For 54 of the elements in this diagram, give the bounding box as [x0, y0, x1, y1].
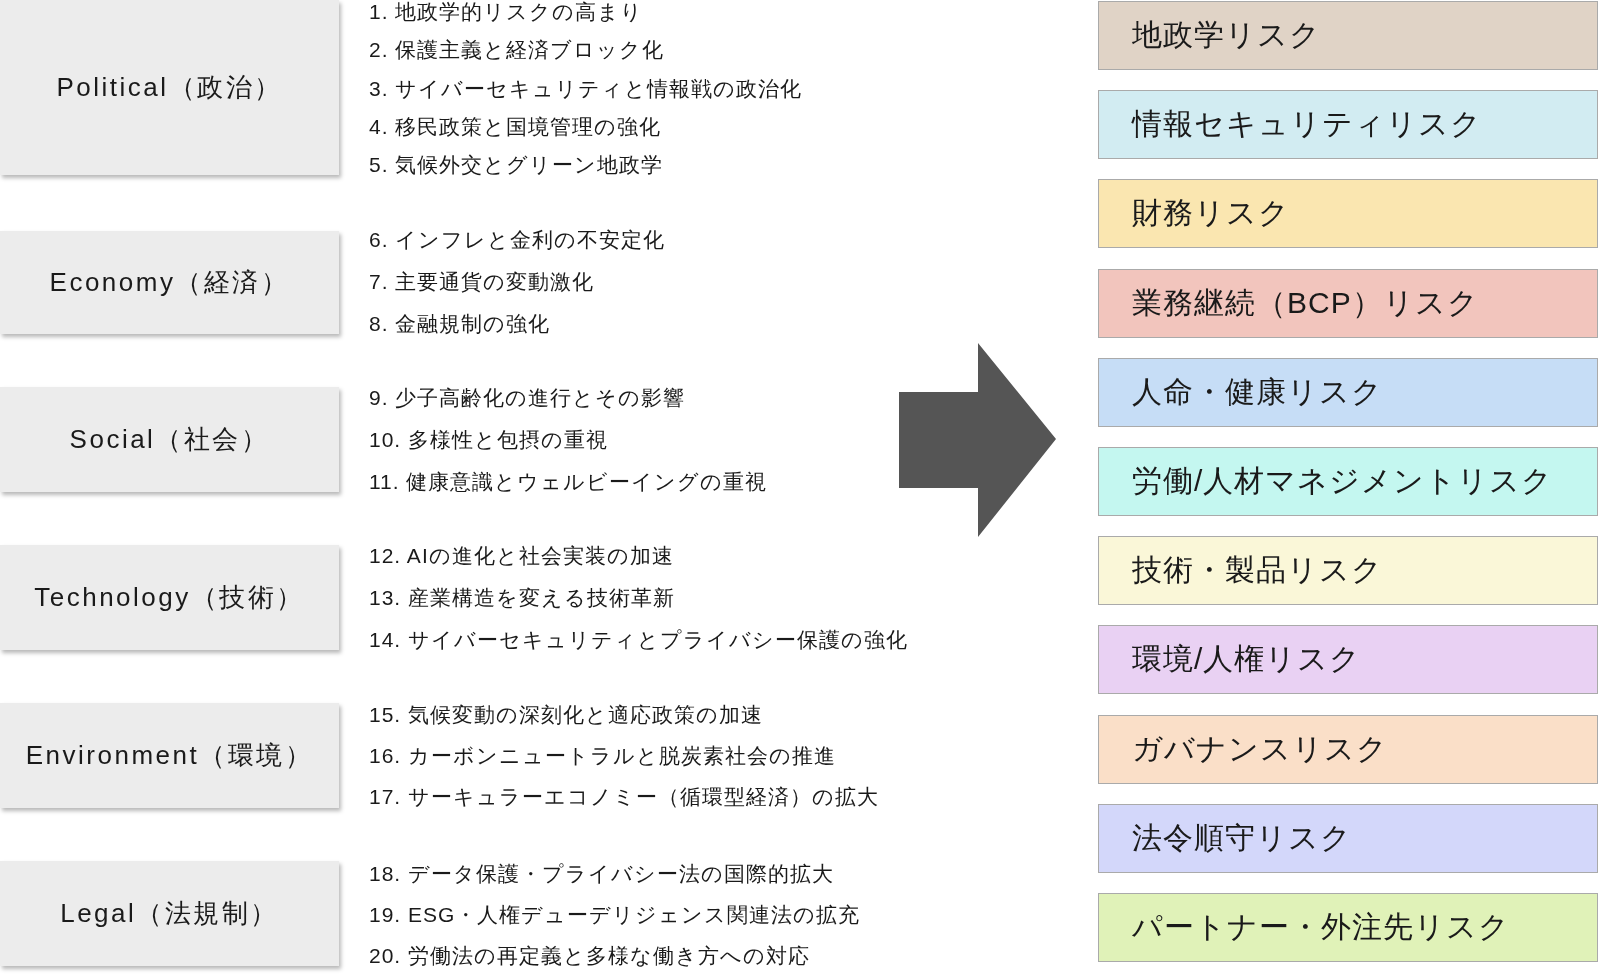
- risk-label: 地政学リスク: [1132, 17, 1321, 53]
- risk-box: [1098, 357, 1598, 427]
- category-box: [0, 861, 339, 966]
- risk-box: [1098, 268, 1598, 338]
- list-item: 12. AIの進化と社会実装の加速: [369, 543, 674, 569]
- list-item: 16. カーボンニュートラルと脱炭素社会の推進: [369, 743, 837, 769]
- risk-box: [1098, 625, 1598, 695]
- risk-label: 法令順守リスク: [1132, 819, 1352, 856]
- list-item: 9. 少子高齢化の進行とその影響: [369, 385, 686, 411]
- category-box: [0, 703, 339, 808]
- category-label: Environment（環境）: [25, 739, 314, 772]
- risk-label: 労働/人材マネジメントリスク: [1132, 463, 1554, 499]
- list-item: 17. サーキュラーエコノミー（循環型経済）の拡大: [369, 784, 880, 810]
- risk-box: [1098, 1, 1598, 70]
- list-item: 13. 産業構造を変える技術革新: [369, 585, 676, 611]
- list-item: 1. 地政学的リスクの高まり: [369, 0, 644, 25]
- category-box: [0, 0, 339, 175]
- category-label: Social（社会）: [69, 423, 270, 456]
- risk-box: [1098, 893, 1598, 962]
- risk-label: パートナー・外注先リスク: [1132, 909, 1510, 945]
- risk-label: 技術・製品リスク: [1132, 552, 1383, 589]
- risk-box: [1098, 714, 1598, 784]
- list-item: 7. 主要通貨の変動激化: [369, 269, 595, 295]
- category-box: [0, 387, 339, 492]
- category-label: Political（政治）: [56, 71, 283, 104]
- list-item: 14. サイバーセキュリティとプライバシー保護の強化: [369, 627, 909, 653]
- list-item: 6. インフレと金利の不安定化: [369, 227, 666, 253]
- risk-label: 財務リスク: [1132, 195, 1290, 232]
- category-label: Technology（技術）: [34, 581, 305, 614]
- list-item: 4. 移民政策と国境管理の強化: [369, 113, 662, 140]
- risk-box: [1098, 179, 1598, 249]
- risk-label: 業務継続（BCP）リスク: [1132, 284, 1479, 321]
- list-item: 8. 金融規制の強化: [369, 311, 551, 337]
- list-item: 19. ESG・人権デューデリジェンス関連法の拡充: [369, 902, 861, 928]
- category-box: [0, 545, 339, 650]
- risk-label: 情報セキュリティリスク: [1132, 106, 1482, 143]
- risk-label: 人命・健康リスク: [1132, 373, 1383, 410]
- risk-box: [1098, 90, 1598, 160]
- risk-label: 環境/人権リスク: [1132, 641, 1362, 678]
- list-item: 10. 多様性と包摂の重視: [369, 427, 609, 453]
- list-item: 18. データ保護・プライバシー法の国際的拡大: [369, 861, 835, 887]
- list-item: 15. 気候変動の深刻化と適応政策の加速: [369, 702, 764, 728]
- risk-label: ガバナンスリスク: [1132, 730, 1388, 767]
- list-item: 5. 気候外交とグリーン地政学: [369, 152, 664, 179]
- category-box: [0, 231, 339, 334]
- list-item: 20. 労働法の再定義と多様な働き方への対応: [369, 943, 811, 969]
- list-item: 2. 保護主義と経済ブロック化: [369, 37, 665, 64]
- category-label: Economy（経済）: [49, 266, 290, 299]
- risk-box: [1098, 803, 1598, 873]
- category-label: Legal（法規制）: [60, 897, 279, 930]
- risk-box: [1098, 447, 1598, 516]
- list-item: 3. サイバーセキュリティと情報戦の政治化: [369, 75, 803, 102]
- risk-box: [1098, 536, 1598, 606]
- list-item: 11. 健康意識とウェルビーイングの重視: [369, 469, 768, 495]
